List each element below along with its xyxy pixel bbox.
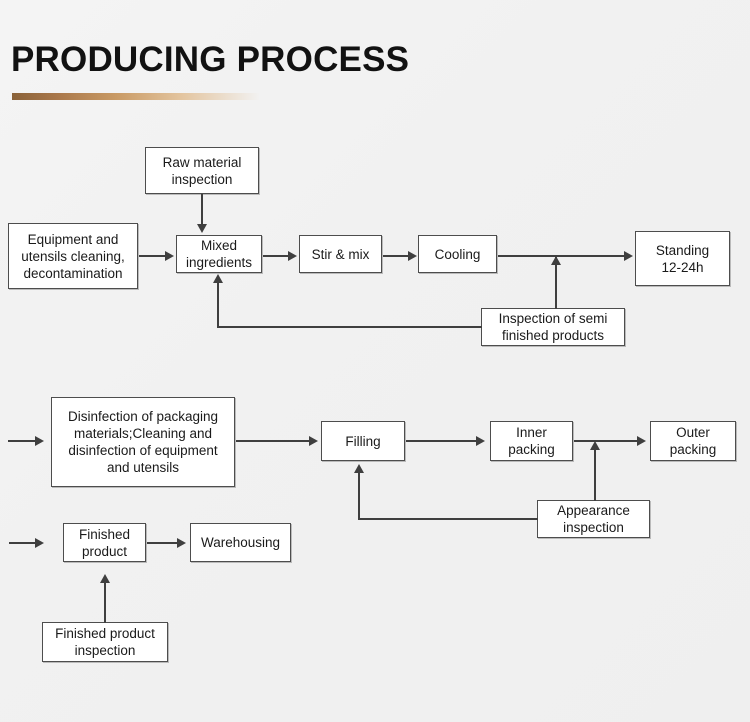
- edge-raw-to-mixed-arrowhead: [197, 224, 207, 233]
- edge-appearance-to-filling-vertical: [358, 472, 360, 519]
- edge-semi-to-mixed-horizontal: [217, 326, 482, 328]
- edge-equipment-to-mixed-arrowhead: [165, 251, 174, 261]
- edge-semi-to-standing-line: [555, 256, 557, 309]
- edge-cooling-to-standing-arrowhead: [624, 251, 633, 261]
- edge-standing-to-disinfection-line: [8, 440, 37, 442]
- edge-disinfection-to-filling-line: [236, 440, 311, 442]
- node-stir-mix[interactable]: Stir & mix: [299, 235, 382, 273]
- edge-inspection-to-finished-line: [104, 582, 106, 623]
- node-warehousing[interactable]: Warehousing: [190, 523, 291, 562]
- edge-inner-to-outer-line: [574, 440, 639, 442]
- edge-stir-to-cooling-line: [383, 255, 410, 257]
- node-cooling[interactable]: Cooling: [418, 235, 497, 273]
- edge-finished-to-warehousing-arrowhead: [177, 538, 186, 548]
- node-disinfection[interactable]: Disinfection of packaging materials;Clea…: [51, 397, 235, 487]
- edge-standing-to-disinfection-arrowhead: [35, 436, 44, 446]
- edge-stir-to-cooling-arrowhead: [408, 251, 417, 261]
- node-outer-packing[interactable]: Outer packing: [650, 421, 736, 461]
- node-finished-product-inspection[interactable]: Finished product inspection: [42, 622, 168, 662]
- edge-disinfection-to-filling-arrowhead: [309, 436, 318, 446]
- node-appearance-inspection[interactable]: Appearance inspection: [537, 500, 650, 538]
- edge-raw-to-mixed-line: [201, 194, 203, 226]
- edge-outer-to-finished-line: [9, 542, 37, 544]
- edge-semi-to-standing-arrowhead: [551, 256, 561, 265]
- edge-appearance-to-inner-line: [594, 449, 596, 501]
- page-title: PRODUCING PROCESS: [11, 40, 410, 79]
- node-inner-packing[interactable]: Inner packing: [490, 421, 573, 461]
- edge-inner-to-outer-arrowhead: [637, 436, 646, 446]
- edge-filling-to-inner-arrowhead: [476, 436, 485, 446]
- edge-outer-to-finished-arrowhead: [35, 538, 44, 548]
- edge-mixed-to-stir-arrowhead: [288, 251, 297, 261]
- edge-inspection-to-finished-arrowhead: [100, 574, 110, 583]
- edge-appearance-to-filling-horizontal: [358, 518, 538, 520]
- edge-finished-to-warehousing-line: [147, 542, 178, 544]
- node-raw-material-inspection[interactable]: Raw material inspection: [145, 147, 259, 194]
- edge-semi-to-mixed-arrowhead: [213, 274, 223, 283]
- node-mixed-ingredients[interactable]: Mixed ingredients: [176, 235, 262, 273]
- edge-appearance-to-inner-arrowhead: [590, 441, 600, 450]
- edge-mixed-to-stir-line: [263, 255, 290, 257]
- node-equipment-cleaning[interactable]: Equipment and utensils cleaning, deconta…: [8, 223, 138, 289]
- title-underline-rule: [12, 93, 260, 100]
- node-filling[interactable]: Filling: [321, 421, 405, 461]
- edge-cooling-to-standing-line: [498, 255, 626, 257]
- node-semi-finished-inspection[interactable]: Inspection of semi finished products: [481, 308, 625, 346]
- edge-semi-to-mixed-vertical: [217, 283, 219, 327]
- edge-filling-to-inner-line: [406, 440, 478, 442]
- edge-appearance-to-filling-arrowhead: [354, 464, 364, 473]
- edge-equipment-to-mixed-line: [139, 255, 167, 257]
- node-finished-product[interactable]: Finished product: [63, 523, 146, 562]
- node-standing[interactable]: Standing 12-24h: [635, 231, 730, 286]
